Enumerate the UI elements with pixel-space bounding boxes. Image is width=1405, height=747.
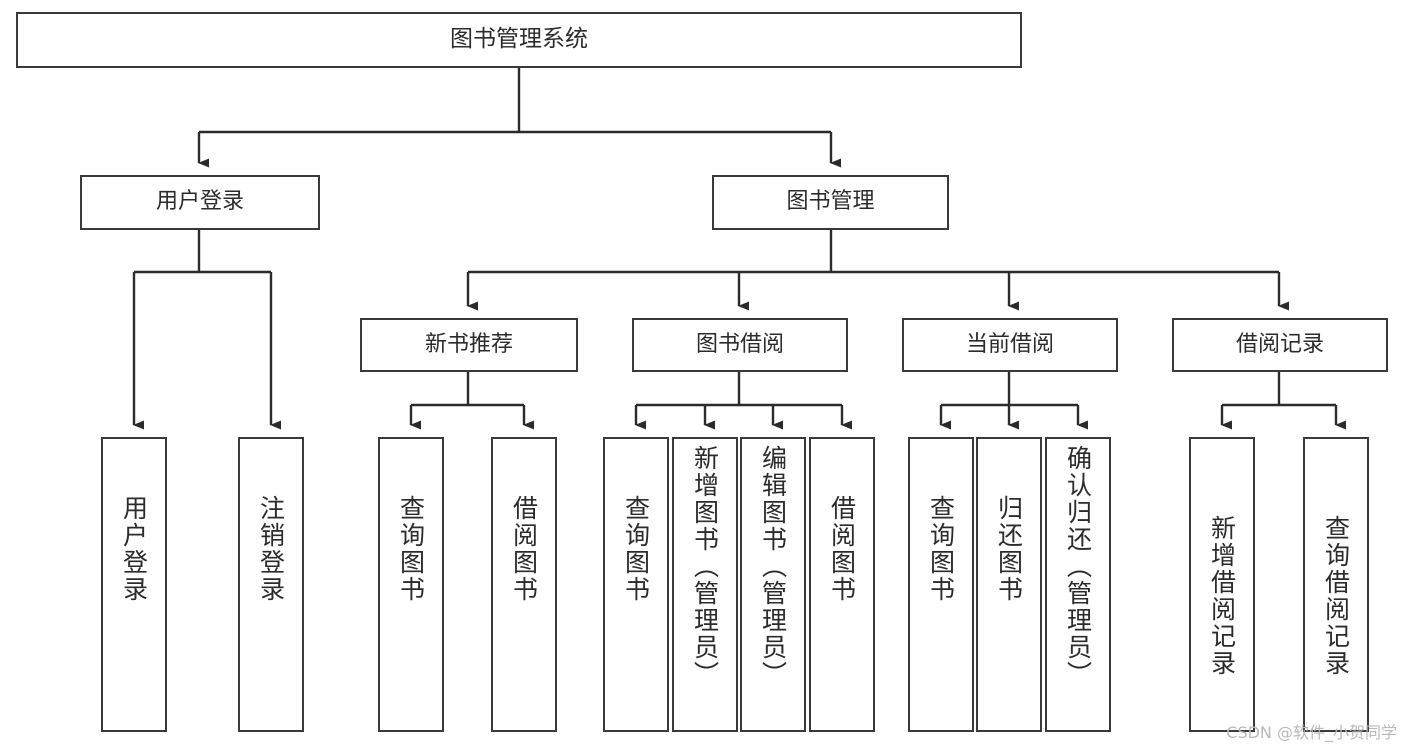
node-label: 借阅图书 — [509, 495, 539, 603]
leaf-book-borrow-query-books[interactable]: 查询图书 — [603, 437, 669, 732]
node-label: 编辑图书（管理员） — [758, 445, 788, 688]
node-label: 用户登录 — [119, 495, 149, 603]
leaf-book-borrow-add-book-admin[interactable]: 新增图书（管理员） — [672, 437, 738, 732]
node-label: 查询图书 — [396, 495, 426, 603]
node-label: 用户登录 — [155, 189, 244, 215]
node-label: 新增图书（管理员） — [690, 445, 720, 688]
node-label: 借阅图书 — [827, 495, 857, 603]
node-label: 图书管理系统 — [450, 26, 588, 53]
leaf-book-borrow-borrow-books[interactable]: 借阅图书 — [809, 437, 875, 732]
node-label: 查询图书 — [926, 495, 956, 603]
node-label: 确认归还（管理员） — [1063, 445, 1093, 688]
node-label: 图书管理 — [786, 189, 875, 215]
leaf-new-book-query-books[interactable]: 查询图书 — [378, 437, 444, 732]
node-root-book-management-system[interactable]: 图书管理系统 — [16, 12, 1022, 68]
node-label: 新增借阅记录 — [1207, 515, 1237, 677]
leaf-user-login-logout[interactable]: 注销登录 — [238, 437, 304, 732]
leaf-current-borrow-return-books[interactable]: 归还图书 — [976, 437, 1042, 732]
leaf-new-book-borrow-books[interactable]: 借阅图书 — [491, 437, 557, 732]
node-label: 注销登录 — [256, 495, 286, 603]
node-current-borrowing[interactable]: 当前借阅 — [902, 318, 1118, 372]
node-label: 图书借阅 — [695, 331, 784, 357]
node-label: 查询借阅记录 — [1321, 515, 1351, 677]
csdn-watermark: CSDN @软件_小贺同学 — [1226, 723, 1397, 742]
node-new-book-recommendation[interactable]: 新书推荐 — [360, 318, 578, 372]
leaf-book-borrow-edit-book-admin[interactable]: 编辑图书（管理员） — [740, 437, 806, 732]
leaf-current-borrow-confirm-return-admin[interactable]: 确认归还（管理员） — [1045, 437, 1111, 732]
node-label: 借阅记录 — [1235, 331, 1324, 357]
leaf-borrow-record-query-record[interactable]: 查询借阅记录 — [1303, 437, 1369, 732]
node-book-borrowing[interactable]: 图书借阅 — [632, 318, 848, 372]
node-book-management[interactable]: 图书管理 — [712, 175, 949, 230]
node-label: 归还图书 — [994, 495, 1024, 603]
node-label: 新书推荐 — [424, 331, 513, 357]
node-label: 当前借阅 — [965, 331, 1054, 357]
node-user-login[interactable]: 用户登录 — [80, 175, 320, 230]
leaf-borrow-record-add-record[interactable]: 新增借阅记录 — [1189, 437, 1255, 732]
node-borrowing-record[interactable]: 借阅记录 — [1172, 318, 1388, 372]
node-label: 查询图书 — [621, 495, 651, 603]
leaf-current-borrow-query-books[interactable]: 查询图书 — [908, 437, 974, 732]
leaf-user-login-login[interactable]: 用户登录 — [101, 437, 167, 732]
